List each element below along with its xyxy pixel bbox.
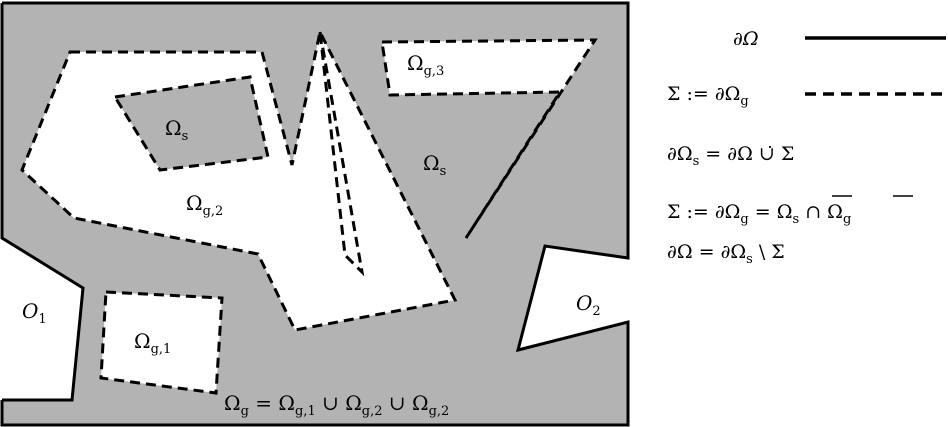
legend-eq1: ∂Ωs = ∂Ω ∪̇ Σ xyxy=(667,143,794,169)
legend-sigma-def: Σ := ∂Ωg xyxy=(667,83,749,109)
legend-eq2: Σ := ∂Ωg = Ωs ∩ Ωg xyxy=(667,201,851,227)
label-omega-g1: Ωg,1 xyxy=(134,329,171,357)
label-omega-g3: Ωg,3 xyxy=(407,51,444,79)
label-o1: O1 xyxy=(22,299,47,327)
void-region-g1 xyxy=(99,290,224,395)
opening-o2 xyxy=(518,246,628,350)
label-omega-s-right: Ωs xyxy=(423,151,446,179)
opening-o1 xyxy=(2,238,83,400)
legend-eq3: ∂Ω = ∂Ωs \ Σ xyxy=(667,241,785,267)
spike-void xyxy=(318,31,365,277)
void-region-g3 xyxy=(380,38,598,239)
label-o2: O2 xyxy=(576,291,601,319)
label-union-equation: Ωg = Ωg,1 ∪ Ωg,2 ∪ Ωg,2 xyxy=(224,391,449,419)
outer-boundary-left xyxy=(0,3,85,402)
solid-island xyxy=(112,75,270,172)
label-omega-g2: Ωg,2 xyxy=(186,191,223,219)
legend-boundary-label: ∂Ω xyxy=(733,28,759,50)
label-omega-s-left: Ωs xyxy=(165,116,188,144)
outer-boundary xyxy=(0,1,630,427)
